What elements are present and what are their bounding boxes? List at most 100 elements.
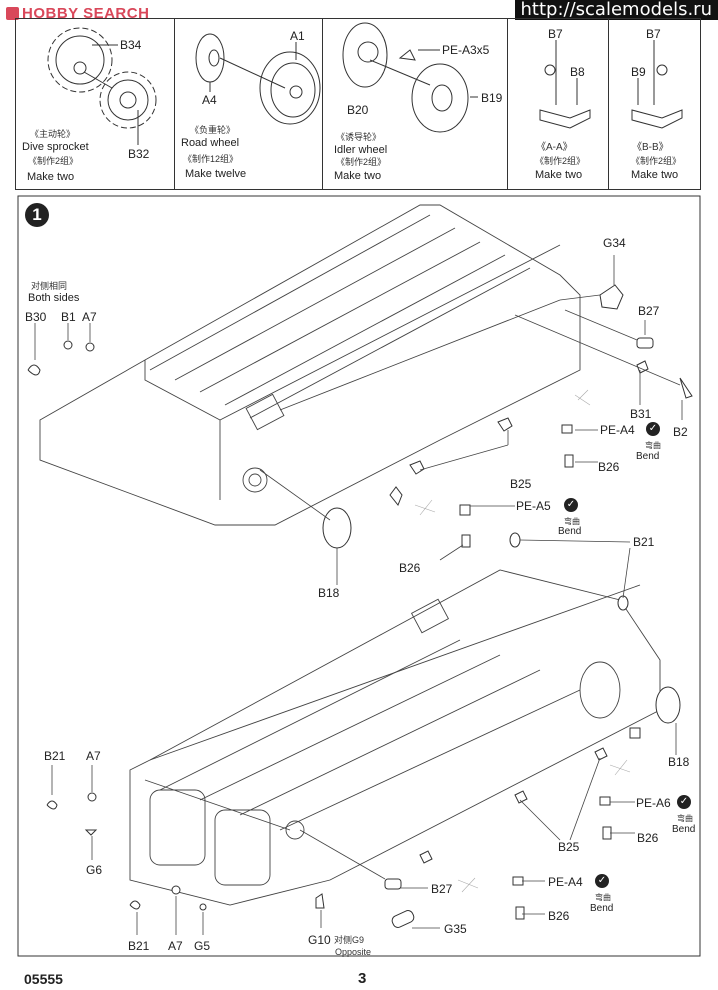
part-label-b25-top: B25	[510, 477, 532, 491]
idler-wheel-b20-drawing	[342, 22, 388, 88]
part-label-pe-a5: PE-A5	[516, 499, 551, 513]
idler-title-en: Idler wheel	[334, 144, 388, 156]
part-label-b2: B2	[673, 425, 688, 439]
part-label-b32: B32	[128, 147, 150, 161]
part-label-pe-a3x5: PE-A3x5	[442, 43, 490, 57]
part-label-g5: G5	[194, 939, 211, 953]
sprocket-qty-cn: 《制作2组》	[28, 156, 79, 166]
part-label-b27-top: B27	[638, 304, 660, 318]
road-wheel-qty-cn: 《制作12组》	[183, 154, 239, 164]
part-label-b1: B1	[61, 310, 76, 324]
part-label-a7-top: A7	[82, 310, 97, 324]
step-frame	[17, 195, 701, 957]
part-label-b26-top: B26	[598, 460, 620, 474]
both-sides-cn: 对侧相同	[31, 281, 68, 291]
part-label-g10: G10	[308, 933, 331, 947]
hobbysearch-text: HOBBY SEARCH	[22, 4, 150, 22]
sprocket-title-cn: 《主动轮》	[30, 129, 76, 139]
aa-qty-cn: 《制作2组》	[535, 156, 586, 166]
part-label-b8: B8	[570, 65, 585, 79]
idler-wheel-b19-drawing	[411, 63, 469, 133]
catalog-number: 05555	[24, 971, 63, 987]
hatch-marks	[414, 389, 631, 893]
road-wheel-title-en: Road wheel	[181, 137, 240, 149]
sprocket-title-en: Dive sprocket	[22, 141, 89, 153]
part-label-b27-bot: B27	[431, 882, 453, 896]
both-sides-en: Both sides	[28, 292, 80, 304]
page-number: 3	[358, 970, 367, 987]
bend-cn: 弯曲	[595, 893, 611, 902]
part-label-b30: B30	[25, 310, 47, 324]
part-label-b9: B9	[631, 65, 646, 79]
bend-cn: 弯曲	[677, 814, 693, 823]
part-label-b21-left: B21	[44, 749, 66, 763]
part-label-b34: B34	[120, 38, 142, 52]
road-wheel-a4-drawing	[195, 33, 225, 83]
bend-cn: 弯曲	[645, 441, 661, 450]
part-label-b18-bot: B18	[668, 755, 690, 769]
part-label-b21-bottom: B21	[128, 939, 150, 953]
panel-divider	[322, 18, 323, 190]
part-label-pe-a4-bot: PE-A4	[548, 875, 583, 889]
bend-icon: ✓	[564, 498, 578, 512]
part-label-b18-top: B18	[318, 586, 340, 600]
panel-divider	[608, 18, 609, 190]
road-wheel-qty-en: Make twelve	[185, 168, 247, 180]
step-number-badge: 1	[25, 203, 49, 227]
hobbysearch-logo: HOBBY SEARCH	[6, 4, 150, 22]
aa-title: 《A-A》	[536, 142, 573, 153]
road-wheel-title-cn: 《负重轮》	[190, 125, 236, 135]
part-label-b25-bot: B25	[558, 840, 580, 854]
panel-divider	[174, 18, 175, 190]
scalemodels-url-watermark: http://scalemodels.ru	[514, 0, 718, 20]
flame-icon	[6, 6, 19, 20]
leader-lines	[34, 255, 683, 935]
opposite-en: Opposite	[335, 947, 372, 957]
part-label-g6: G6	[86, 863, 103, 877]
part-label-b7-bb: B7	[646, 27, 661, 41]
upper-hull-drawing	[39, 204, 581, 526]
bracket-aa-drawing	[539, 40, 591, 129]
sprocket-b34-drawing	[47, 27, 113, 93]
bracket-bb-drawing	[631, 40, 683, 129]
bend-icon: ✓	[595, 874, 609, 888]
part-label-a7-left: A7	[86, 749, 101, 763]
part-label-b26-r: B26	[637, 831, 659, 845]
part-label-b19: B19	[481, 91, 503, 105]
bend-en: Bend	[590, 903, 614, 914]
part-glyphs	[27, 284, 693, 928]
bend-icon: ✓	[677, 795, 691, 809]
part-label-b20: B20	[347, 103, 369, 117]
panel-divider	[507, 18, 508, 190]
part-label-b31: B31	[630, 407, 652, 421]
bb-qty-en: Make two	[631, 169, 679, 181]
part-label-a1: A1	[290, 29, 305, 43]
part-label-b21-top: B21	[633, 535, 655, 549]
sprocket-qty-en: Make two	[27, 171, 75, 183]
part-label-a7-bottom: A7	[168, 939, 183, 953]
part-label-b26-mid: B26	[399, 561, 421, 575]
bend-en: Bend	[558, 526, 582, 537]
bend-cn: 弯曲	[564, 517, 580, 526]
opposite-cn: 对侧G9	[334, 935, 365, 945]
part-label-pe-a6: PE-A6	[636, 796, 671, 810]
part-label-b26-bot: B26	[548, 909, 570, 923]
bb-qty-cn: 《制作2组》	[631, 156, 682, 166]
lower-hull-drawing	[129, 569, 661, 906]
idler-title-cn: 《诱导轮》	[336, 132, 382, 142]
part-label-a4: A4	[202, 93, 217, 107]
bb-title: 《B-B》	[632, 142, 669, 153]
idler-qty-cn: 《制作2组》	[336, 157, 387, 167]
sprocket-b32-drawing	[99, 71, 157, 129]
aa-qty-en: Make two	[535, 169, 583, 181]
part-label-pe-a4-top: PE-A4	[600, 423, 635, 437]
idler-qty-en: Make two	[334, 170, 382, 182]
part-label-b7-aa: B7	[548, 27, 563, 41]
bend-en: Bend	[636, 451, 660, 462]
road-wheel-a1-drawing	[259, 51, 321, 125]
bend-icon: ✓	[646, 422, 660, 436]
bend-en: Bend	[672, 824, 696, 835]
part-label-g34: G34	[603, 236, 626, 250]
part-label-g35: G35	[444, 922, 467, 936]
top-panels-frame	[15, 18, 701, 190]
